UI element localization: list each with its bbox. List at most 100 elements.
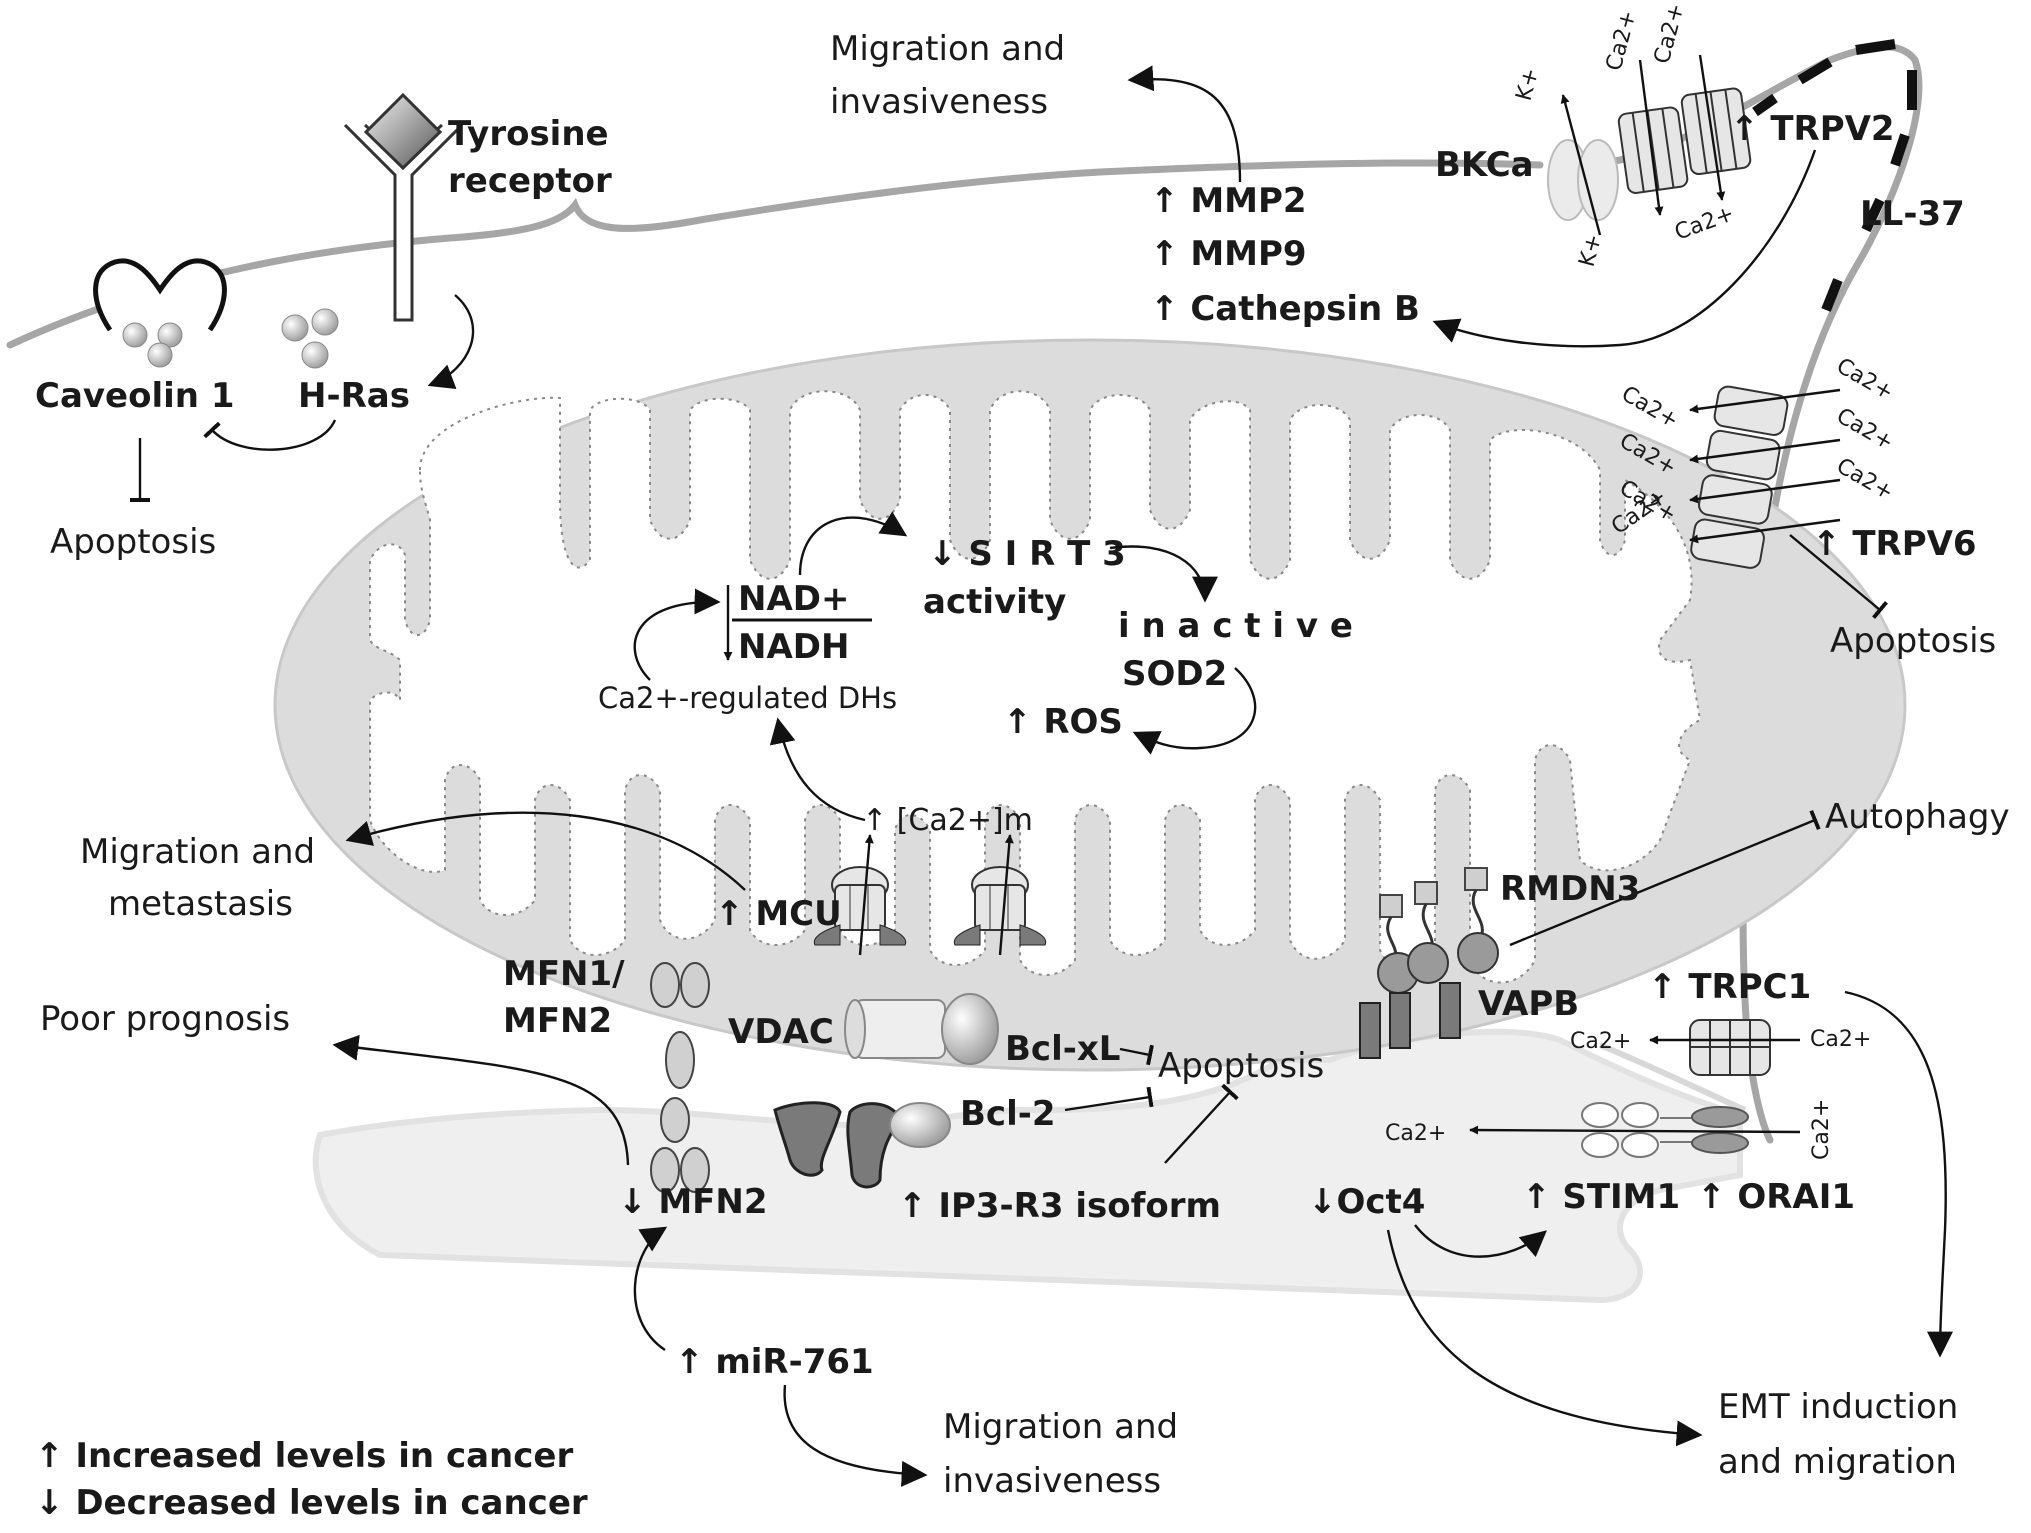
ip3r3-receptor: [773, 1101, 951, 1189]
mfn12-label-1: MFN1/: [503, 954, 625, 994]
rmdn3-vapb-complex: [1359, 867, 1499, 1059]
h-ras-label: H-Ras: [298, 376, 410, 416]
trpv6-label: ↑ TRPV6: [1812, 524, 1977, 564]
inactive-label: i n a c t i v e: [1118, 606, 1353, 646]
mir761-to-mfn2-arrow: [633, 1226, 668, 1351]
mfn2-to-prognosis-arrow: [332, 1034, 630, 1166]
trpc1-label: ↑ TRPC1: [1648, 967, 1811, 1007]
ca-m-label: ↑ [Ca2+]m: [862, 803, 1033, 838]
caveolin-1: [93, 258, 227, 368]
emt-label-1: EMT induction: [1718, 1387, 1958, 1427]
mir761-to-migration-arrow: [783, 1384, 928, 1487]
trpv2-ca-2: Ca2+: [1650, 1, 1690, 67]
bcl2-label: Bcl-2: [960, 1094, 1056, 1134]
bkca-label: BKCa: [1435, 145, 1534, 185]
rmdn3-inhibits-autophagy-line: [1509, 809, 1821, 947]
nadh-label: NADH: [738, 627, 849, 667]
mmp-to-migration-arrow: [1127, 65, 1242, 183]
k-plus-bottom: K+: [1575, 231, 1608, 269]
mfn-tethers: [650, 962, 710, 1193]
bcl2-inhibits-apoptosis-line: [1064, 1086, 1154, 1112]
trpv6-ca-out-1: Ca2+: [1617, 382, 1683, 434]
mfn12-label-2: MFN2: [503, 1001, 612, 1041]
trpc1-channel: [1649, 1019, 1800, 1076]
trpv6-ca-in-1: Ca2+: [1832, 354, 1898, 406]
trpv2-ca-3: Ca2+: [1672, 201, 1738, 245]
migration-invasiveness-bottom-label-2: invasiveness: [943, 1461, 1161, 1501]
trpv6-inhibits-apoptosis-line: [1789, 534, 1888, 619]
trpv6-ca-in-3: Ca2+: [1832, 454, 1898, 506]
vdac-channel: [844, 993, 999, 1065]
migration-invasiveness-bottom-label-1: Migration and: [943, 1407, 1178, 1447]
er-outline-upper: [1598, 1042, 1747, 1113]
nad-label: NAD+: [738, 579, 849, 619]
trpc1-to-emt-arrow: [1844, 990, 1954, 1358]
ll37-label: LL-37: [1860, 194, 1965, 234]
receptor-to-hras-arrow: [427, 294, 475, 389]
poor-prognosis-label: Poor prognosis: [40, 999, 290, 1039]
apoptosis-center-label: Apoptosis: [1158, 1046, 1324, 1086]
trpv2-channel: [1617, 54, 1752, 216]
bclxl-inhibits-apoptosis-line: [1119, 1044, 1154, 1066]
apoptosis-left-label: Apoptosis: [50, 522, 216, 562]
rmdn3-label: RMDN3: [1500, 869, 1640, 909]
cathepsin-b-label: ↑ Cathepsin B: [1150, 289, 1420, 329]
oct4-label: ↓Oct4: [1308, 1182, 1425, 1222]
ros-label: ↑ ROS: [1003, 702, 1123, 742]
caveolin-1-label: Caveolin 1: [35, 376, 234, 416]
oct4-to-emt-arrow: [1386, 1229, 1703, 1447]
vapb-label: VAPB: [1478, 984, 1579, 1024]
orai1-ca-in: Ca2+: [1809, 1099, 1834, 1160]
ll37-peptide: [1752, 39, 1917, 312]
dhs-to-nad-arrow: [633, 588, 721, 681]
oct4-to-stim1-arrow: [1414, 1224, 1547, 1258]
autophagy-label: Autophagy: [1825, 797, 2010, 837]
sod2-to-ros-arrow: [1132, 667, 1257, 755]
trpc1-ca-out: Ca2+: [1570, 1029, 1631, 1054]
ip3r3-inhibits-apoptosis-line: [1164, 1083, 1239, 1164]
emt-label-2: and migration: [1718, 1442, 1957, 1482]
orai1-label: ↑ ORAI1: [1697, 1177, 1855, 1217]
tyrosine-receptor-label-1: Tyrosine: [448, 114, 609, 154]
mitochondrion: [273, 338, 1907, 1072]
sirt3-activity-label: activity: [923, 582, 1066, 622]
sod2-label: SOD2: [1122, 654, 1227, 694]
bkca-channel: [1547, 94, 1619, 236]
legend-decreased: ↓ Decreased levels in cancer: [35, 1483, 588, 1523]
migration-invasiveness-top-label-2: invasiveness: [830, 82, 1048, 122]
trpv2-to-cathepsin-arrow: [1432, 149, 1817, 348]
legend: ↑ Increased levels in cancer ↓ Decreased…: [35, 1436, 588, 1523]
stim1-orai1-complex: [1469, 1102, 1801, 1158]
k-plus-top: K+: [1512, 65, 1545, 103]
mmp9-label: ↑ MMP9: [1150, 234, 1307, 274]
trpv6-channel: [1689, 385, 1841, 569]
mir761-label: ↑ miR-761: [675, 1342, 874, 1382]
mcu-label: ↑ MCU: [715, 894, 842, 934]
orai1-ca-out: Ca2+: [1385, 1121, 1446, 1146]
legend-increased: ↑ Increased levels in cancer: [35, 1436, 573, 1476]
migration-metastasis-label-2: metastasis: [108, 884, 293, 924]
nad-to-sirt3-arrow: [798, 511, 908, 576]
stim1-label: ↑ STIM1: [1522, 1177, 1680, 1217]
plasma-membrane: [6, 39, 1923, 1144]
trpv6-ca-in-2: Ca2+: [1832, 404, 1898, 456]
sirt3-to-sod2-arrow: [1109, 545, 1218, 603]
bclxl-label: Bcl-xL: [1005, 1029, 1120, 1069]
migration-metastasis-label-1: Migration and: [80, 832, 315, 872]
cristae: [369, 390, 1702, 984]
trpc1-ca-in: Ca2+: [1810, 1027, 1871, 1052]
sirt3-label: ↓ S I R T 3: [928, 534, 1126, 574]
h-ras-proteins: [281, 308, 339, 369]
apoptosis-right-label: Apoptosis: [1830, 621, 1996, 661]
ip3r3-label: ↑ IP3-R3 isoform: [898, 1186, 1221, 1226]
mcu-to-migration-arrow: [345, 811, 746, 891]
hras-inhibits-caveolin-line: [203, 419, 337, 451]
migration-invasiveness-top-label-1: Migration and: [830, 29, 1065, 69]
vdac-label: VDAC: [728, 1012, 834, 1052]
tyrosine-receptor-label-2: receptor: [448, 161, 612, 201]
ca-m-to-dhs-arrow: [769, 717, 866, 822]
ca-dhs-label: Ca2+-regulated DHs: [598, 681, 897, 715]
trpv2-ca-1: Ca2+: [1602, 8, 1642, 74]
mmp2-label: ↑ MMP2: [1150, 181, 1307, 221]
